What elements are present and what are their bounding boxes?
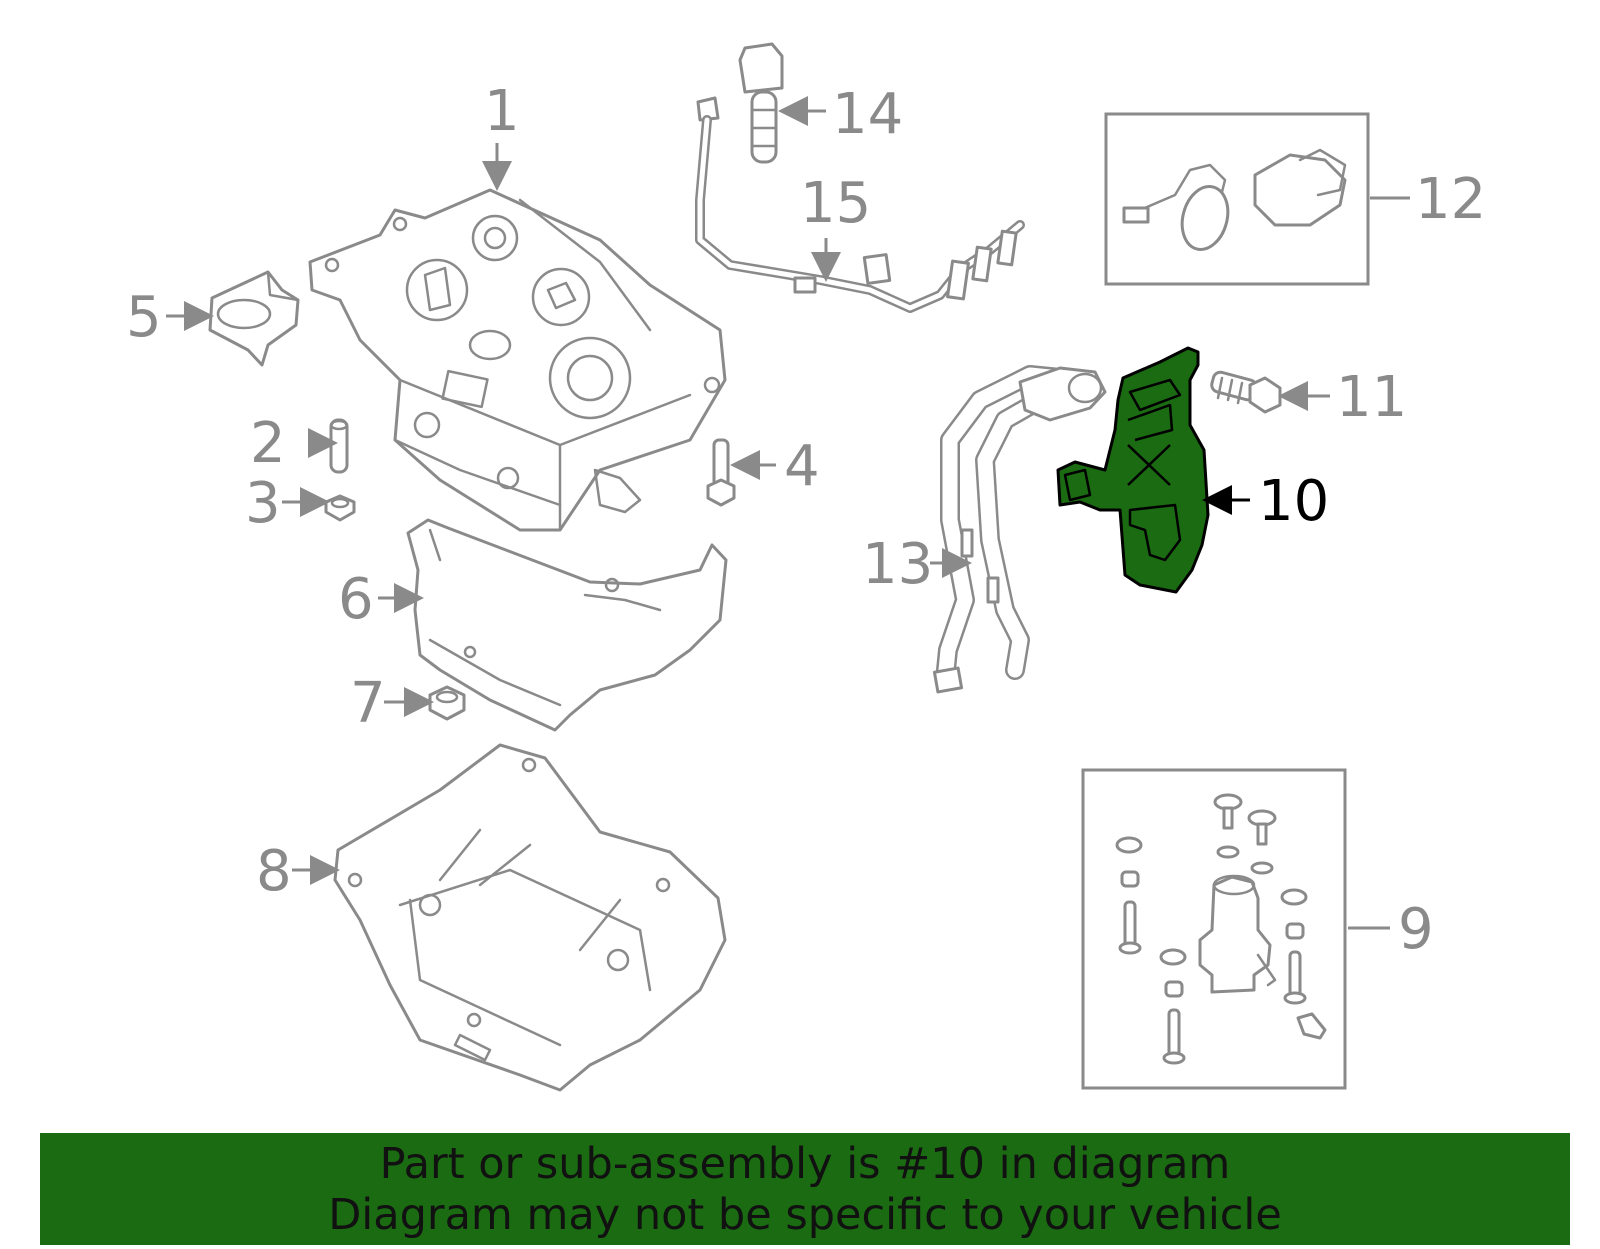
callout-4: 4: [784, 434, 820, 499]
callout-10-selected: 10: [1258, 469, 1329, 534]
callout-15: 15: [800, 171, 871, 236]
callout-3: 3: [245, 471, 281, 536]
part-5-bracket: [208, 270, 300, 367]
part-2-pin: [329, 418, 349, 474]
part-15-harness: [695, 96, 1025, 313]
part-6-shield: [406, 518, 728, 732]
part-9-kit: [1081, 768, 1347, 1090]
callout-9: 9: [1398, 897, 1434, 962]
part-4-bolt: [706, 438, 736, 507]
callout-7: 7: [350, 671, 386, 736]
part-14-sensor: [738, 42, 784, 164]
callout-6: 6: [338, 567, 374, 632]
callout-13: 13: [862, 532, 933, 597]
part-7-nut: [428, 685, 466, 721]
part-12-kit: [1104, 112, 1370, 286]
callout-5: 5: [126, 285, 162, 350]
info-banner: Part or sub-assembly is #10 in diagram D…: [40, 1133, 1570, 1245]
part-3-nut: [324, 494, 356, 522]
banner-line-2: Diagram may not be specific to your vehi…: [328, 1190, 1282, 1240]
callout-1: 1: [484, 79, 520, 144]
part-11-bolt: [1210, 370, 1282, 414]
leader-arrows: [166, 96, 1410, 930]
callout-12: 12: [1415, 167, 1486, 232]
callout-11: 11: [1336, 365, 1407, 430]
callout-2: 2: [250, 411, 286, 476]
part-10-bracket-highlighted: [1056, 346, 1210, 594]
part-13-lines: [932, 365, 1107, 694]
banner-line-1: Part or sub-assembly is #10 in diagram: [379, 1139, 1231, 1189]
part-1-main-assembly: [308, 188, 727, 532]
part-8-tray: [333, 743, 727, 1092]
callout-14: 14: [832, 82, 903, 147]
callout-8: 8: [256, 839, 292, 904]
